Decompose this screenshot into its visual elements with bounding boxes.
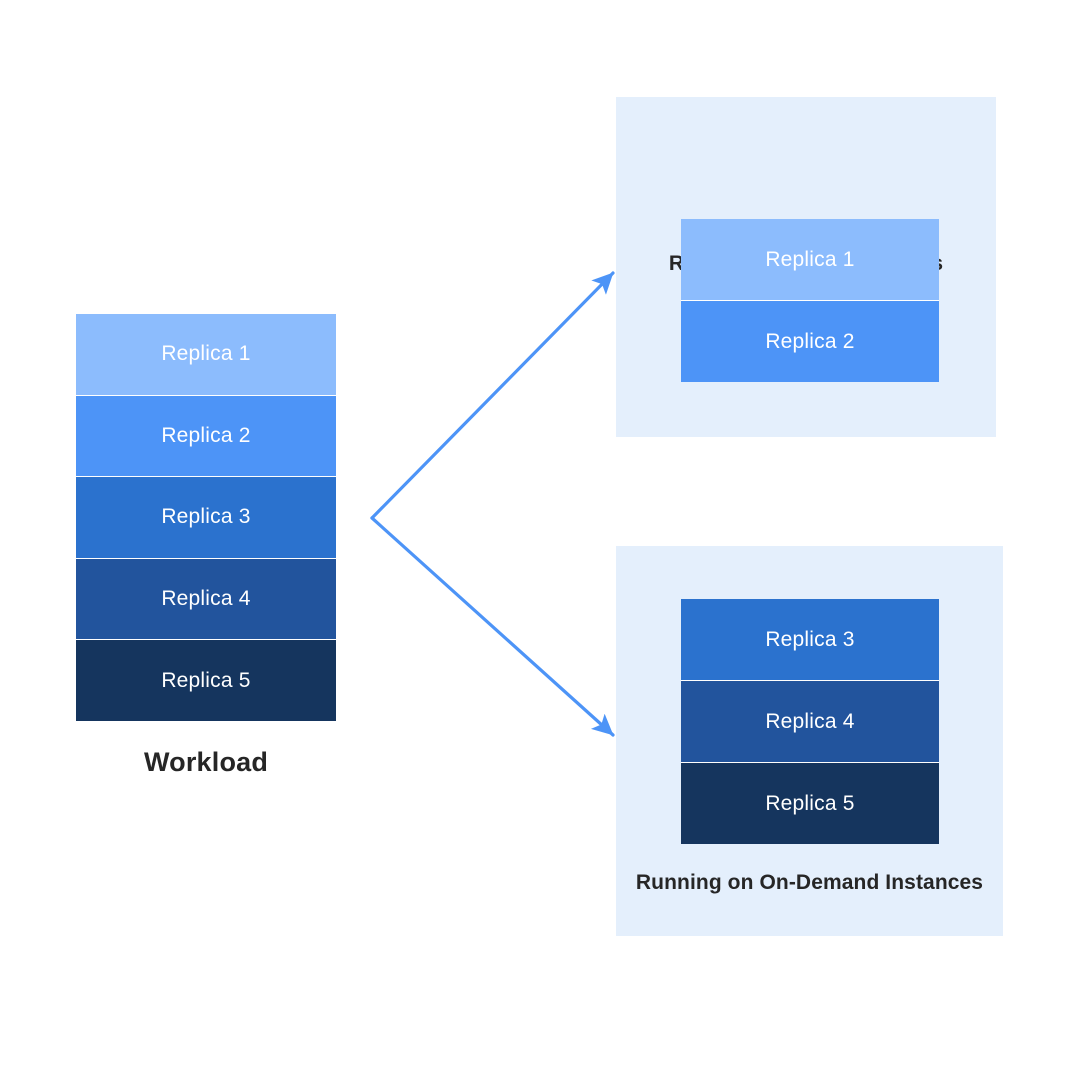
spot-replica-1-label: Replica 1 bbox=[765, 247, 855, 271]
ondemand-replica-4-label: Replica 4 bbox=[765, 709, 855, 733]
panel-ondemand-instances: Replica 3 Replica 4 Replica 5 Running on… bbox=[616, 546, 1003, 936]
ondemand-replica-3[interactable]: Replica 3 bbox=[681, 599, 939, 681]
workload-replica-1-label: Replica 1 bbox=[161, 342, 251, 366]
ondemand-replica-stack: Replica 3 Replica 4 Replica 5 bbox=[681, 599, 939, 844]
workload-group: Replica 1 Replica 2 Replica 3 Replica 4 … bbox=[76, 314, 336, 778]
workload-replica-3[interactable]: Replica 3 bbox=[76, 477, 336, 559]
ondemand-replica-4[interactable]: Replica 4 bbox=[681, 681, 939, 763]
spot-replica-2-label: Replica 2 bbox=[765, 329, 855, 353]
spot-replica-stack: Replica 1 Replica 2 bbox=[681, 219, 939, 382]
workload-replica-5[interactable]: Replica 5 bbox=[76, 640, 336, 721]
workload-replica-4-label: Replica 4 bbox=[161, 587, 251, 611]
workload-replica-5-label: Replica 5 bbox=[161, 668, 251, 692]
workload-replica-3-label: Replica 3 bbox=[161, 505, 251, 529]
arrow-to-ondemand bbox=[370, 516, 615, 737]
workload-replica-2-label: Replica 2 bbox=[161, 423, 251, 447]
panel-spot-instances: Running on Spot Instances Replica 1 Repl… bbox=[616, 97, 996, 437]
workload-replica-2[interactable]: Replica 2 bbox=[76, 395, 336, 478]
ondemand-replica-5[interactable]: Replica 5 bbox=[681, 763, 939, 844]
ondemand-replica-3-label: Replica 3 bbox=[765, 627, 855, 651]
arrow-to-spot bbox=[370, 271, 615, 520]
workload-stack: Replica 1 Replica 2 Replica 3 Replica 4 … bbox=[76, 314, 336, 721]
workload-replica-4[interactable]: Replica 4 bbox=[76, 558, 336, 641]
spot-replica-1[interactable]: Replica 1 bbox=[681, 219, 939, 301]
workload-title: Workload bbox=[143, 747, 269, 777]
spot-replica-2[interactable]: Replica 2 bbox=[681, 301, 939, 382]
panel-ondemand-title: Running on On-Demand Instances bbox=[635, 871, 984, 894]
workload-replica-1[interactable]: Replica 1 bbox=[76, 314, 336, 396]
ondemand-replica-5-label: Replica 5 bbox=[765, 791, 855, 815]
